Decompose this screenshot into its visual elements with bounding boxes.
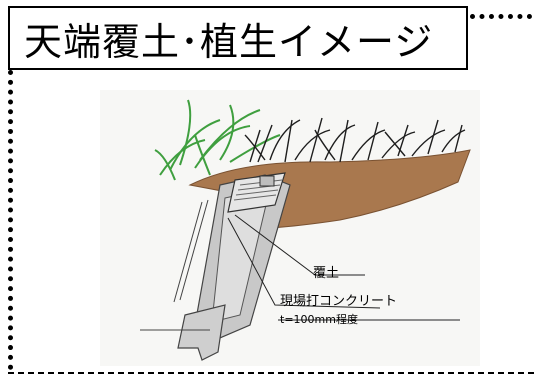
soil-cover-label: 覆土	[313, 266, 340, 281]
grass-dark	[244, 117, 466, 163]
soil-cover-mound	[188, 149, 471, 229]
grass-green	[154, 99, 281, 181]
title-box: 天端覆土･植生イメージ	[8, 6, 468, 70]
foundation-post	[177, 304, 226, 361]
leader-lines	[227, 214, 460, 321]
embankment-illustration	[100, 90, 480, 366]
block-edge-lines	[173, 199, 209, 303]
frame-dotted-left	[8, 70, 13, 370]
frame-dashed-bottom	[8, 372, 534, 374]
thickness-label: t=100mm程度	[280, 313, 358, 326]
frame-dotted-top	[470, 14, 532, 19]
top-notch	[259, 175, 275, 187]
page-title: 天端覆土･植生イメージ	[24, 19, 434, 64]
concrete-label: 現場打コンクリート	[280, 294, 398, 309]
